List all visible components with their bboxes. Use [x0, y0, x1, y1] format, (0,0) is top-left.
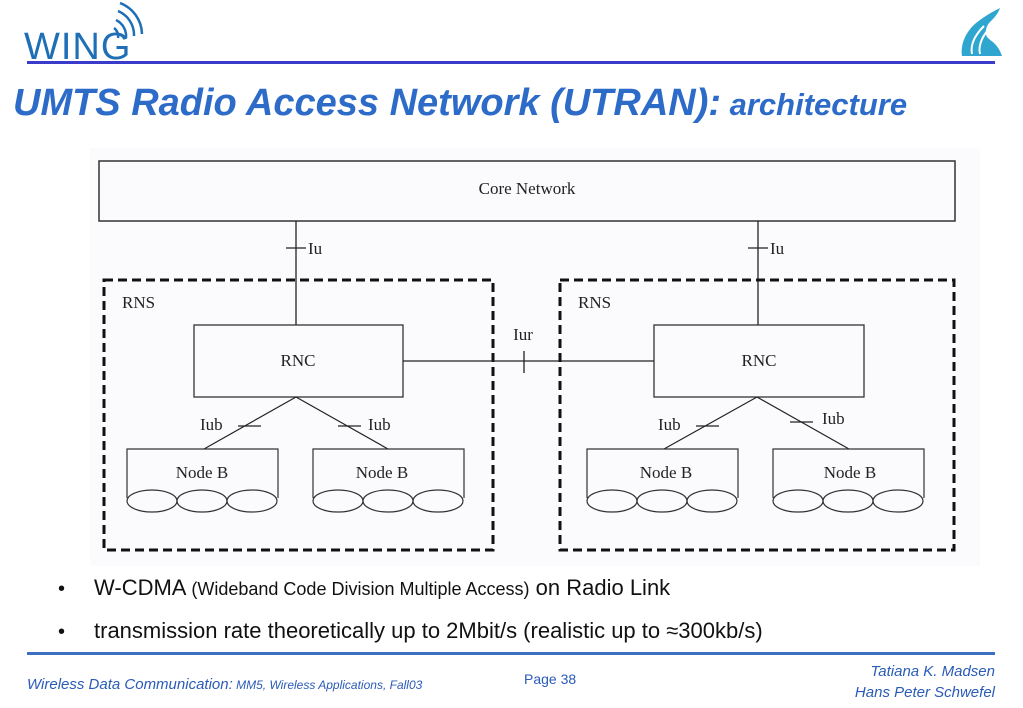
slide-title: UMTS Radio Access Network (UTRAN): archi…: [13, 82, 907, 125]
node-b-box-left-2: [312, 448, 465, 498]
iub-label-right-b: Iub: [822, 409, 845, 428]
iub-link-right-a: [663, 396, 758, 450]
bullet-text-main: W-CDMA: [94, 575, 192, 600]
iu-label-right: Iu: [770, 239, 785, 258]
author: Tatiana K. Madsen: [870, 663, 995, 680]
rnc-label-right: RNC: [742, 351, 777, 370]
rns-box-left: [102, 278, 495, 552]
waves-logo-icon: [961, 8, 1002, 56]
footer-course-detail: MM5, Wireless Applications, Fall03: [232, 678, 423, 692]
bullet-marker: •: [58, 578, 66, 600]
header-divider: [27, 61, 995, 64]
iu-label-left: Iu: [308, 239, 323, 258]
node-b-label-right-1: Node B: [640, 463, 692, 482]
iub-label-left-b: Iub: [368, 415, 391, 434]
footer-course-title: Wireless Data Communication:: [27, 676, 233, 693]
iub-link-left-a: [203, 396, 297, 450]
utran-diagram-svg: Core Network Iu Iu RNS RNC Iub Iub Node …: [98, 160, 956, 552]
bullet-text-tail: on Radio Link: [529, 575, 671, 600]
core-network-label: Core Network: [479, 179, 576, 198]
node-b-box-right-2: [772, 448, 925, 498]
core-network-box: [98, 160, 956, 222]
cell-icon: [176, 489, 228, 513]
rns-box-right: [558, 278, 956, 552]
cell-icon: [586, 489, 638, 513]
node-b-label-right-2: Node B: [824, 463, 876, 482]
cell-icon: [772, 489, 824, 513]
rns-label-left: RNS: [122, 293, 155, 312]
cell-icon: [636, 489, 688, 513]
bullet-text: W-CDMA (Wideband Code Division Multiple …: [94, 575, 670, 601]
bullet-item: • transmission rate theoretically up to …: [58, 618, 763, 661]
iub-label-right-a: Iub: [658, 415, 681, 434]
iur-label: Iur: [513, 325, 533, 344]
cell-icon: [822, 489, 874, 513]
rnc-box-right: [653, 324, 865, 398]
footer-authors: Tatiana K. Madsen Hans Peter Schwefel: [855, 661, 995, 703]
rnc-label-left: RNC: [281, 351, 316, 370]
cell-icon: [872, 489, 924, 513]
iub-link-left-b: [295, 396, 389, 450]
cell-icon: [686, 489, 738, 513]
rns-label-right: RNS: [578, 293, 611, 312]
iub-label-left-a: Iub: [200, 415, 223, 434]
title-sub: architecture: [721, 87, 908, 122]
footer-course: Wireless Data Communication: MM5, Wirele…: [27, 676, 422, 693]
cell-icon: [412, 489, 464, 513]
node-b-label-left-1: Node B: [176, 463, 228, 482]
bullet-item: • W-CDMA (Wideband Code Division Multipl…: [58, 575, 763, 618]
author: Hans Peter Schwefel: [854, 684, 995, 701]
bullet-text: transmission rate theoretically up to 2M…: [94, 618, 763, 643]
utran-diagram: Core Network Iu Iu RNS RNC Iub Iub Node …: [90, 148, 980, 566]
footer-divider: [27, 652, 995, 655]
node-b-label-left-2: Node B: [356, 463, 408, 482]
bullet-list: • W-CDMA (Wideband Code Division Multipl…: [58, 575, 763, 661]
title-main: UMTS Radio Access Network (UTRAN):: [13, 82, 722, 124]
bullet-text-expansion: (Wideband Code Division Multiple Access): [191, 579, 530, 599]
cell-icon: [126, 489, 178, 513]
node-b-box-right-1: [586, 448, 739, 498]
page-number: Page 38: [524, 671, 577, 687]
iub-link-right-b: [756, 396, 850, 450]
cell-icon: [312, 489, 364, 513]
wifi-waves-icon: [113, 2, 144, 39]
node-b-box-left-1: [126, 448, 279, 498]
cell-icon: [362, 489, 414, 513]
bullet-marker: •: [58, 621, 66, 643]
cell-icon: [226, 489, 278, 513]
